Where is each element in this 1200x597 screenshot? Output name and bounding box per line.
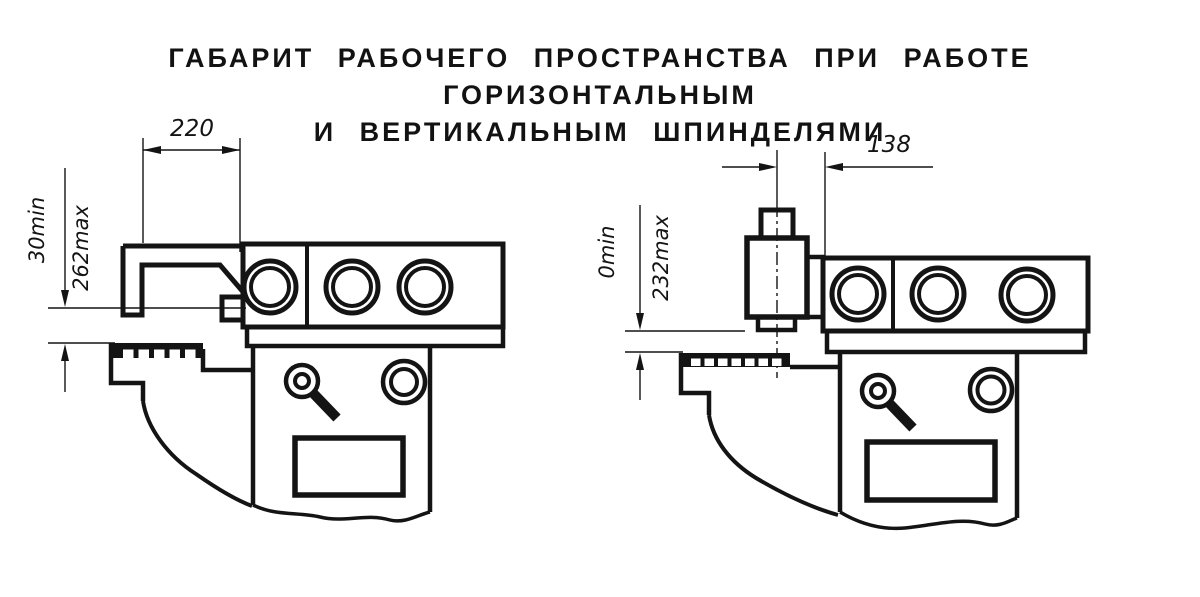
arrowhead-up-icon bbox=[61, 344, 69, 361]
horizontal-spindle-view: 220 30min 262max bbox=[25, 116, 506, 523]
dimension-30min-262max: 30min 262max bbox=[25, 168, 115, 392]
clamp-handle-lever bbox=[885, 399, 917, 432]
spindle-cover-3-inner bbox=[1006, 274, 1048, 316]
dim-label-232max: 232max bbox=[649, 215, 673, 301]
overarm bbox=[48, 243, 246, 323]
table-slot bbox=[718, 358, 728, 366]
headstock-flange bbox=[244, 324, 506, 349]
spindle-cover-1-inner bbox=[837, 273, 879, 315]
column-window bbox=[864, 439, 998, 503]
table-slot bbox=[745, 358, 755, 366]
arrowhead-left-icon bbox=[825, 163, 843, 171]
table-slot bbox=[758, 358, 768, 366]
dim-label-220: 220 bbox=[170, 116, 214, 142]
clamp-handle-icon bbox=[283, 362, 321, 400]
dim-label-0min: 0min bbox=[595, 226, 619, 279]
dimension-0min-232max: 0min 232max bbox=[595, 205, 745, 400]
spindle-cover-2 bbox=[909, 265, 967, 323]
column-boss bbox=[380, 358, 428, 406]
knee-front-step bbox=[678, 353, 712, 415]
table-slot bbox=[138, 349, 149, 358]
clamp-handle-icon bbox=[859, 372, 897, 410]
vertical-spindle-view: 138 0min 232max bbox=[595, 132, 1091, 531]
table-slot bbox=[185, 349, 196, 358]
overarm-bracket bbox=[120, 246, 246, 318]
table-slot bbox=[772, 358, 782, 366]
table-slot bbox=[154, 349, 165, 358]
spindle-cover-1 bbox=[829, 265, 887, 323]
spindle-clamp-block bbox=[804, 254, 826, 320]
table-slot bbox=[123, 349, 134, 358]
knee-front-step bbox=[108, 343, 146, 401]
column-break-line bbox=[839, 510, 1018, 531]
clamp-handle-lever bbox=[309, 389, 341, 422]
table-and-column bbox=[678, 352, 1020, 531]
clamp-handle-hub bbox=[293, 372, 311, 390]
headstock-body bbox=[240, 241, 506, 330]
spindle-cover-3 bbox=[396, 258, 454, 316]
spindle-cover-2 bbox=[323, 258, 381, 316]
spindle-cover-1-inner bbox=[249, 266, 291, 308]
page-title: ГАБАРИТ РАБОЧЕГО ПРОСТРАНСТВА ПРИ РАБОТЕ… bbox=[0, 40, 1200, 151]
headstock bbox=[820, 255, 1091, 355]
arrowhead-down-icon bbox=[61, 290, 69, 307]
headstock-flange bbox=[824, 328, 1088, 355]
arrowhead-down-icon bbox=[636, 313, 644, 330]
spindle-cover-2-inner bbox=[331, 266, 373, 308]
dimension-138: 138 bbox=[722, 132, 933, 257]
title-line-2: И ВЕРТИКАЛЬНЫМ ШПИНДЕЛЯМИ bbox=[313, 117, 887, 147]
arrowhead-right-icon bbox=[222, 146, 240, 154]
clamp-handle-hub bbox=[869, 382, 887, 400]
headstock bbox=[240, 241, 506, 349]
arrowhead-up-icon bbox=[636, 353, 644, 370]
column-break-line bbox=[252, 503, 431, 523]
table-and-column bbox=[108, 343, 433, 523]
table-slot bbox=[691, 358, 701, 366]
table-slot bbox=[169, 349, 180, 358]
column-boss-inner bbox=[975, 374, 1007, 406]
dimension-220: 220 bbox=[142, 116, 241, 252]
spindle-cover-3-inner bbox=[404, 266, 446, 308]
arrowhead-left-icon bbox=[143, 146, 161, 154]
column-boss bbox=[967, 366, 1015, 414]
table-slot bbox=[704, 358, 714, 366]
title-line-1: ГАБАРИТ РАБОЧЕГО ПРОСТРАНСТВА ПРИ РАБОТЕ… bbox=[168, 43, 1032, 110]
table-slot bbox=[731, 358, 741, 366]
column-window bbox=[292, 435, 406, 498]
spindle-cover-1 bbox=[241, 258, 299, 316]
knee-curved-edge bbox=[707, 414, 839, 517]
spindle-cover-2-inner bbox=[917, 273, 959, 315]
spindle-cover-3 bbox=[998, 266, 1056, 324]
arrowhead-right-icon bbox=[759, 163, 777, 171]
vertical-spindle-head bbox=[744, 150, 826, 378]
table-step bbox=[200, 349, 253, 373]
dim-label-30min: 30min bbox=[25, 197, 49, 263]
dim-label-262max: 262max bbox=[69, 205, 93, 291]
column-boss-inner bbox=[389, 367, 419, 397]
dim-label-138: 138 bbox=[867, 132, 911, 158]
knee-curved-edge bbox=[141, 400, 253, 508]
